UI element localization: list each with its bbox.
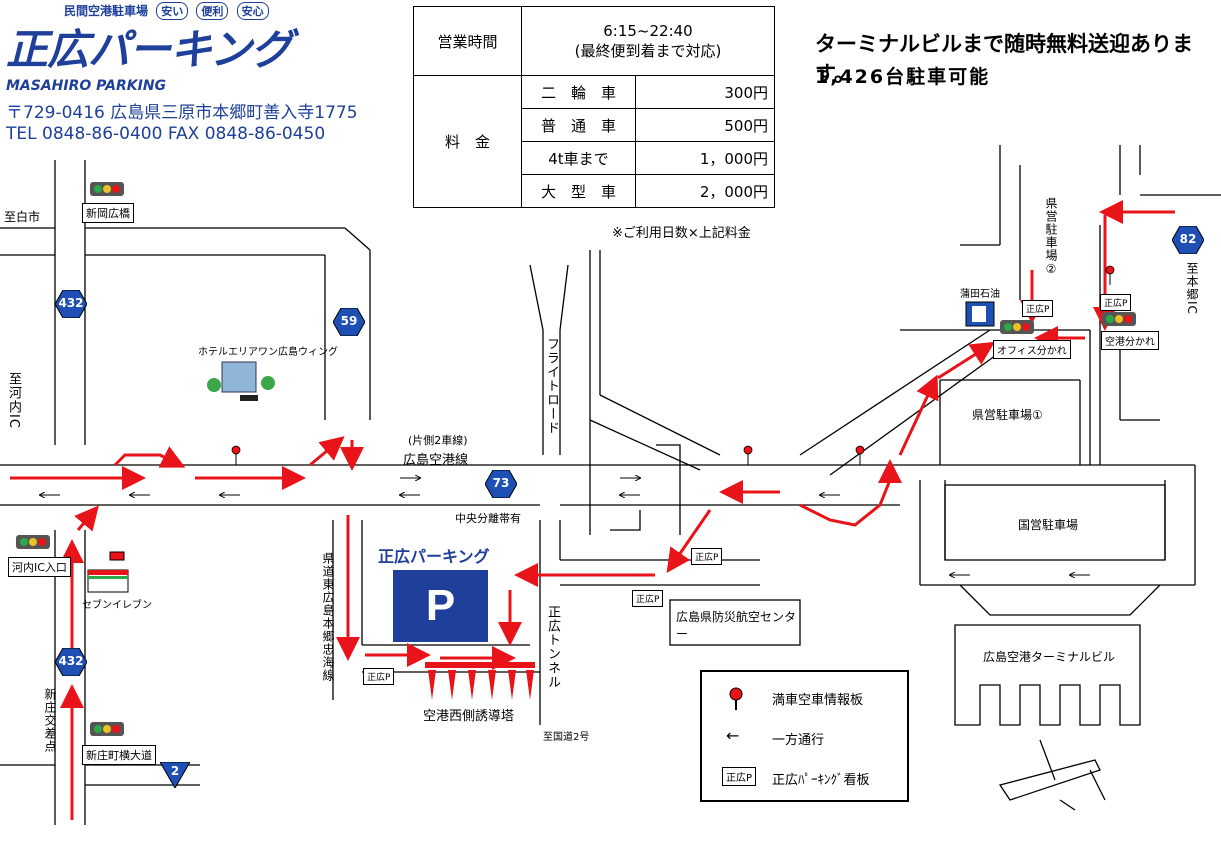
parking-p-icon: P xyxy=(425,581,456,630)
fee-type: 4t車まで xyxy=(521,141,636,175)
label-hotel: ホテルエリアワン広島ウィング xyxy=(198,347,338,358)
legend: 満車空車情報板 ← 一方通行 正広P 正広ﾊﾟｰｷﾝｸﾞ看板 xyxy=(700,670,909,802)
fee-price: 300円 xyxy=(634,75,776,109)
hours-cell: 6:15~22:40 (最終便到着まで対応) xyxy=(521,6,775,76)
label-to-shiraichi: 至白市 xyxy=(4,210,41,224)
signal-shinjo-road: 新庄町横大道 xyxy=(82,745,156,765)
fee-type: 大 型 車 xyxy=(521,174,636,208)
route-number: 2 xyxy=(170,764,180,778)
legend-one-way: 一方通行 xyxy=(772,733,825,748)
label-pref-parking-1: 県営駐車場① xyxy=(972,408,1043,422)
label-to-kochi-ic: 至河内IC xyxy=(6,372,21,429)
brand-tagline: 民間空港駐車場 安い 便利 安心 xyxy=(64,2,269,20)
fee-type: 普 通 車 xyxy=(521,108,636,142)
label-seven-eleven: セブンイレブン xyxy=(82,600,152,611)
label-prefectural-road: 県道東広島本郷忠海線 xyxy=(321,552,335,682)
legend-info-board: 満車空車情報板 xyxy=(772,693,864,708)
fee-price: 1，000円 xyxy=(634,141,776,175)
signal-shinoka-bridge: 新岡広橋 xyxy=(82,203,134,223)
label-disaster-center: 広島県防災航空センター xyxy=(676,610,797,641)
fee-note: ※ご利用日数×上記料金 xyxy=(612,226,751,241)
hours-value: 6:15~22:40 xyxy=(603,21,693,40)
route-badge-432: 432 xyxy=(55,290,87,318)
route-badge-73: 73 xyxy=(485,470,517,498)
map-parking-logo: 正広パーキング xyxy=(378,547,490,566)
masahiro-sign: 正広P xyxy=(691,548,723,565)
label-lanes-note: (片側2車線) xyxy=(408,434,468,447)
label-terminal: 広島空港ターミナルビル xyxy=(983,650,1116,664)
label-median: 中央分離帯有 xyxy=(455,512,521,525)
label-national-route-2: 至国道2号 xyxy=(543,732,590,743)
label-to-hongo-ic: 至本郷IC xyxy=(1185,262,1199,315)
info-board-icon xyxy=(729,687,743,710)
one-way-arrow-icon: ← xyxy=(726,726,740,745)
label-kamata-oil: 蒲田石油 xyxy=(960,289,1000,300)
telephone: TEL 0848-86-0400 FAX 0848-86-0450 xyxy=(6,124,326,144)
label-masahiro-tunnel: 正広トンネル xyxy=(545,605,560,689)
route-badge-82: 82 xyxy=(1172,226,1204,254)
route-number: 432 xyxy=(58,296,84,310)
fee-price: 500円 xyxy=(634,108,776,142)
route-badge-2: 2 xyxy=(160,762,190,788)
legend-sign: 正広ﾊﾟｰｷﾝｸﾞ看板 xyxy=(772,773,870,788)
label-shinjo-intersection: 新庄交差点 xyxy=(43,688,57,753)
legend-sign-icon: 正広P xyxy=(722,767,757,786)
hours-label: 営業時間 xyxy=(413,6,522,76)
masahiro-sign: 正広P xyxy=(1022,300,1054,317)
signal-kochi-ic-entrance: 河内IC入口 xyxy=(8,557,71,577)
route-number: 432 xyxy=(58,654,84,668)
route-badge-432: 432 xyxy=(55,648,87,676)
label-west-tower: 空港西側誘導塔 xyxy=(423,709,515,724)
address: 〒729-0416 広島県三原市本郷町善入寺1775 xyxy=(6,103,358,123)
signal-office-branch: オフィス分かれ xyxy=(993,340,1071,359)
fee-type: 二 輪 車 xyxy=(521,75,636,109)
signal-airport-branch: 空港分かれ xyxy=(1101,331,1159,350)
brand-logo: 正広パーキング xyxy=(6,25,293,74)
label-flight-road: フライトロード xyxy=(544,337,559,435)
fee-price: 2，000円 xyxy=(634,174,776,208)
route-number: 59 xyxy=(340,314,358,328)
brand-roman: MASAHIRO PARKING xyxy=(6,78,167,94)
fee-label: 料 金 xyxy=(413,75,522,208)
capacity-notice: 1,426台駐車可能 xyxy=(815,66,991,88)
masahiro-sign: 正広P xyxy=(363,668,395,685)
hours-note: (最終便到着まで対応) xyxy=(574,41,722,60)
shuttle-notice: ターミナルビルまで随時無料送迎あります。 xyxy=(815,32,1193,86)
route-number: 73 xyxy=(492,476,510,490)
masahiro-sign: 正広P xyxy=(632,590,664,607)
route-number: 82 xyxy=(1179,232,1197,246)
masahiro-sign: 正広P xyxy=(1100,294,1132,311)
tagline-text: 民間空港駐車場 xyxy=(64,4,149,18)
label-pref-parking-2: 県営駐車場② xyxy=(1044,197,1058,277)
label-airport-line: 広島空港線 xyxy=(403,453,469,468)
label-national-parking: 国営駐車場 xyxy=(1018,518,1079,532)
route-badge-59: 59 xyxy=(333,308,365,336)
tag-safe: 安心 xyxy=(236,2,269,20)
fee-table: 営業時間 6:15~22:40 (最終便到着まで対応) 料 金 二 輪 車 30… xyxy=(413,6,776,208)
